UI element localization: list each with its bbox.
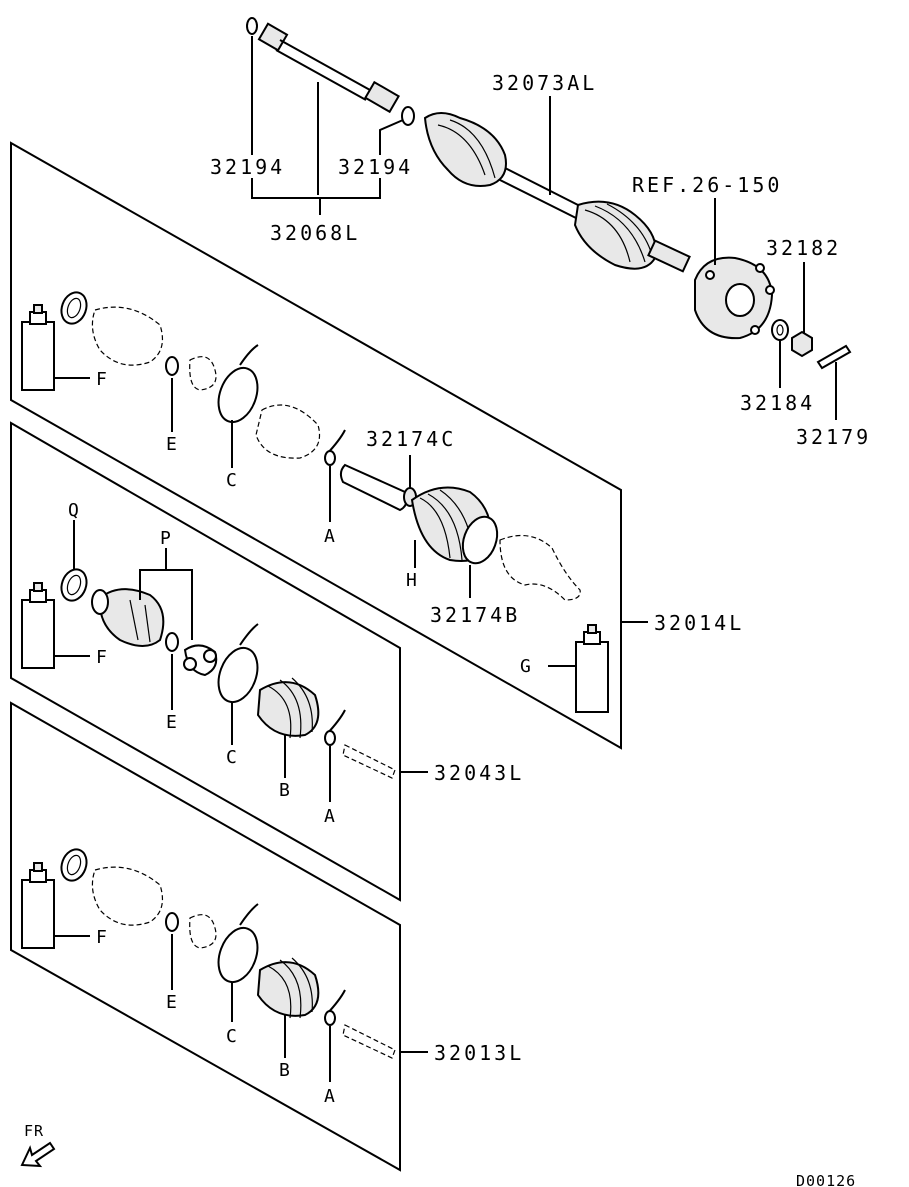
intermediate-shaft (246, 17, 415, 126)
panel-3-parts (21, 848, 428, 1082)
letter-F-1: F (96, 369, 107, 390)
letter-A-2: A (324, 806, 335, 827)
label-diagram-code: D00126 (796, 1172, 856, 1187)
letter-C-1: C (226, 470, 237, 491)
panel-32014L (10, 141, 622, 750)
letter-H: H (406, 570, 417, 591)
front-direction-arrow-icon (20, 1141, 56, 1168)
label-32179: 32179 (796, 425, 871, 449)
letter-E-2: E (166, 712, 177, 733)
label-32174C: 32174C (366, 427, 456, 451)
label-fr: FR (24, 1122, 44, 1140)
label-ref-26-150: REF.26-150 (632, 173, 782, 197)
label-32014L: 32014L (654, 611, 744, 635)
panel-1-parts (21, 291, 648, 713)
letter-B-2: B (279, 780, 290, 801)
part-letter-labels: F E C A H G Q P F E C B A F E C B A (68, 369, 531, 1107)
washer-nut-pin (771, 319, 852, 370)
wheel-hub (694, 256, 775, 340)
letter-E-1: E (166, 434, 177, 455)
letter-C-2: C (226, 747, 237, 768)
label-32073AL: 32073AL (492, 71, 597, 95)
letter-G: G (520, 656, 531, 677)
label-32043L: 32043L (434, 761, 524, 785)
letter-Q: Q (68, 500, 79, 521)
label-32182: 32182 (766, 236, 841, 260)
letter-A-3: A (324, 1086, 335, 1107)
panel-32013L (10, 701, 401, 1172)
label-32194-right: 32194 (338, 155, 413, 179)
letter-F-3: F (96, 927, 107, 948)
label-32013L: 32013L (434, 1041, 524, 1065)
label-32174B: 32174B (430, 603, 520, 627)
panel-2-parts (21, 520, 428, 802)
label-32194-left: 32194 (210, 155, 285, 179)
letter-F-2: F (96, 647, 107, 668)
letter-A-1: A (324, 526, 335, 547)
label-32184: 32184 (740, 391, 815, 415)
outer-driveshaft (423, 112, 691, 273)
letter-P: P (160, 528, 171, 549)
label-32068L: 32068L (270, 221, 360, 245)
letter-B-3: B (279, 1060, 290, 1081)
letter-C-3: C (226, 1026, 237, 1047)
letter-E-3: E (166, 992, 177, 1013)
part-number-labels: 32194 32194 32068L 32073AL REF.26-150 32… (24, 71, 871, 1187)
panel-32043L (10, 421, 401, 902)
top-leader-lines (251, 36, 837, 420)
